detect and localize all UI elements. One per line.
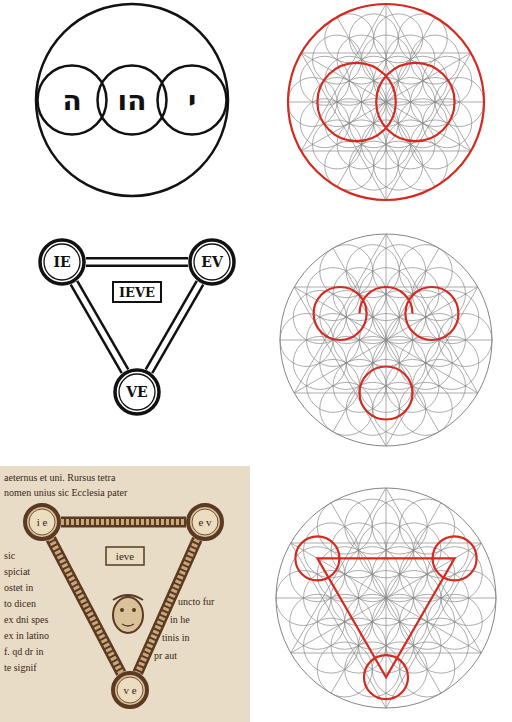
manuscript-text: nomen unius sic Ecclesia pater (4, 487, 127, 499)
red-triangle (317, 558, 454, 677)
circle-inner (117, 677, 143, 703)
rope-band (61, 522, 186, 523)
red-arc (360, 287, 413, 314)
red-circle (288, 4, 484, 200)
grid-triangle (291, 543, 482, 708)
manuscript-text: ostet in (4, 582, 33, 594)
red-circle (364, 655, 408, 699)
band-outer (86, 257, 188, 267)
band-outer (61, 517, 186, 528)
grid-circle (288, 4, 484, 200)
node-text: י (188, 84, 196, 117)
grid-triangle (301, 4, 471, 151)
manuscript-text: sic (4, 550, 15, 562)
grid-triangle (294, 287, 478, 446)
letter-circle: י (156, 64, 228, 136)
grid-triangle (301, 53, 471, 200)
manuscript-text: to dicen (4, 598, 36, 610)
red-circle (376, 63, 454, 141)
woodcut-band (86, 262, 188, 263)
node-text: IE (53, 254, 70, 270)
grid-triangle (294, 234, 478, 393)
circle-inner (29, 509, 55, 535)
manuscript-text: uncto fur (178, 596, 214, 608)
geometric-construction (276, 4, 496, 708)
manuscript-text: tinis in (162, 632, 190, 644)
node-text: IEVE (119, 285, 155, 300)
circle-inner (192, 509, 218, 535)
manuscript-text: spiciat (4, 566, 30, 578)
circle-outline (188, 505, 222, 539)
circle-inner (44, 244, 80, 280)
construction (276, 488, 496, 708)
woodcut-box: IEVE (112, 281, 162, 303)
circle-outline (190, 240, 234, 284)
grid-line (294, 287, 478, 393)
node-text: VE (126, 384, 148, 400)
circle-inner (119, 374, 155, 410)
box-outline (106, 547, 144, 565)
manuscript-circle: i e (23, 503, 61, 541)
woodcut-circle: IE (38, 238, 86, 286)
woodcut-circle: EV (188, 238, 236, 286)
manuscript-circle: e v (186, 503, 224, 541)
manuscript-text: ex dni spes (4, 614, 48, 626)
circle-outline (25, 505, 59, 539)
red-circle (295, 536, 339, 580)
grid-circle (280, 234, 492, 446)
grid-circle (276, 488, 496, 708)
red-circle (317, 63, 395, 141)
construction (280, 234, 492, 446)
circle-outline (113, 673, 147, 707)
node-text: ieve (116, 550, 134, 562)
node-text: e v (198, 516, 211, 528)
manuscript-face (113, 595, 143, 633)
circle-inner (194, 244, 230, 280)
circle-outline (98, 66, 167, 135)
box-outline (113, 282, 161, 302)
node-text: הו (118, 84, 147, 117)
circle-outline (115, 370, 159, 414)
node-text: i e (37, 516, 48, 528)
manuscript-box: ieve (105, 546, 145, 566)
manuscript-text: aeternus et uni. Rursus tetra (4, 472, 115, 484)
grid-triangle (291, 488, 482, 653)
manuscript-text: te signif (4, 662, 37, 674)
manuscript-text: in he (170, 614, 190, 626)
manuscript-text: f. qd dr in (4, 646, 43, 658)
circle-outline (158, 66, 227, 135)
construction (288, 4, 484, 200)
outer-circle (36, 4, 228, 196)
band-inner (61, 519, 186, 525)
red-circle (433, 536, 477, 580)
node-text: EV (201, 254, 223, 270)
red-circle (360, 367, 413, 420)
circle-outline (40, 240, 84, 284)
node-text: ה (62, 84, 81, 117)
manuscript-text: pr aut (154, 650, 177, 662)
band-inner (86, 260, 188, 265)
grid-line (301, 53, 471, 151)
manuscript-text: ex in latino (4, 630, 49, 642)
manuscript-page (0, 466, 250, 722)
circle-outline (38, 66, 107, 135)
woodcut-circle: VE (113, 368, 161, 416)
node-text: v e (123, 684, 136, 696)
manuscript-circle: v e (111, 671, 149, 709)
